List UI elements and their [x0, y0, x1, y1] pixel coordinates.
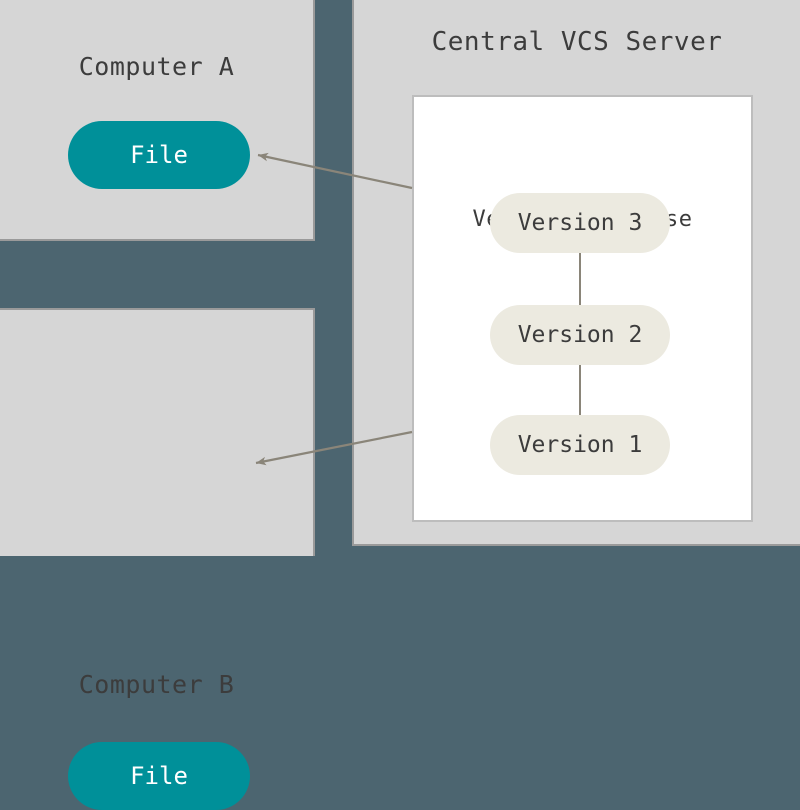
computer-a-title: Computer A [78, 52, 235, 81]
computer-a-panel: Computer A File [0, 0, 315, 241]
version-node-3-label: Version 3 [517, 210, 643, 236]
version-node-3[interactable]: Version 3 [490, 193, 670, 253]
central-vcs-server-title: Central VCS Server [431, 27, 723, 57]
version-node-1[interactable]: Version 1 [490, 415, 670, 475]
computer-a-file-node[interactable]: File [68, 121, 250, 189]
computer-b-file-label: File [130, 762, 188, 790]
computer-b-panel: Computer B File [0, 308, 315, 810]
version-node-2[interactable]: Version 2 [490, 305, 670, 365]
computer-b-file-node[interactable]: File [68, 742, 250, 810]
computer-b-title: Computer B [78, 670, 235, 699]
version-node-1-label: Version 1 [517, 432, 643, 458]
version-node-2-label: Version 2 [517, 322, 643, 348]
computer-a-file-label: File [130, 141, 188, 169]
